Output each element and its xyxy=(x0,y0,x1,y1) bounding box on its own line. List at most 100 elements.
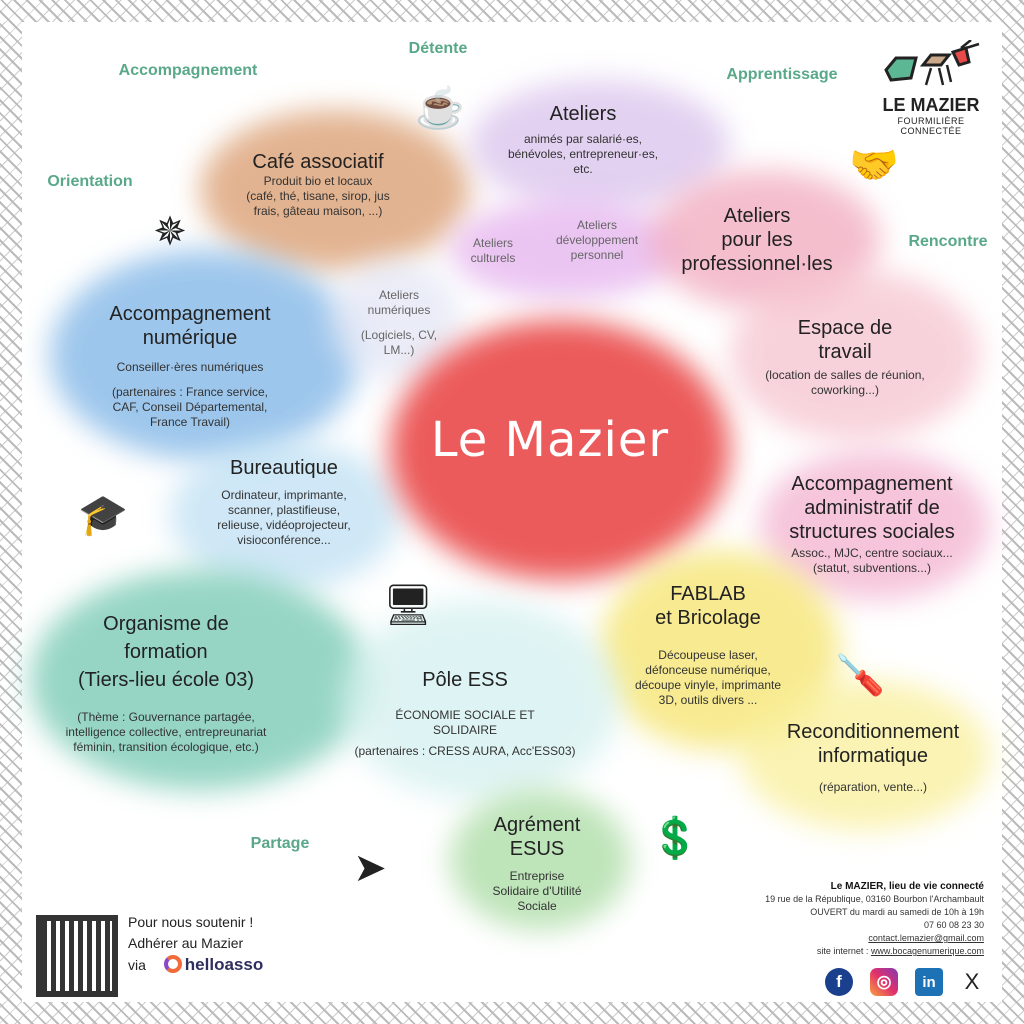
node-title: structures sociales xyxy=(789,521,955,543)
contact-address: 19 rue de la République, 03160 Bourbon l… xyxy=(765,894,984,904)
node-text: bénévoles, entrepreneur·es, xyxy=(507,147,659,161)
node-title: formation xyxy=(124,641,208,663)
node-text: 3D, outils divers ... xyxy=(658,693,758,707)
node-title: pour les xyxy=(721,229,793,251)
node-cafe: Café associatif Produit bio et locaux (c… xyxy=(246,150,389,219)
node-text: intelligence collective, entrepreunariat xyxy=(65,725,267,739)
node-text xyxy=(361,318,437,328)
node-text: (Thème : Gouvernance partagée, xyxy=(77,710,255,724)
ant-logo-icon xyxy=(884,39,980,86)
blob-bureau xyxy=(170,440,400,590)
node-text: (réparation, vente...) xyxy=(818,780,928,794)
support-block: Pour nous soutenir ! Adhérer au Mazier v… xyxy=(128,912,263,976)
blob-cafe xyxy=(200,110,470,270)
node-text: développement xyxy=(555,233,639,247)
node-text: animés par salarié·es, xyxy=(523,132,643,146)
node-text: visioconférence... xyxy=(237,533,331,547)
node-title: Organisme de xyxy=(103,613,229,635)
node-title: Ateliers xyxy=(549,103,617,125)
node-title: informatique xyxy=(817,745,929,767)
blob-center xyxy=(390,320,730,580)
node-title: Reconditionnement xyxy=(786,721,960,743)
node-text: Découpeuse laser, xyxy=(658,648,758,662)
node-text: Ateliers xyxy=(378,288,420,302)
node-title: FABLAB xyxy=(670,583,746,605)
keyword-apprentissage: Apprentissage xyxy=(726,66,838,83)
node-text: relieuse, vidéoprojecteur, xyxy=(217,518,351,532)
node-text: SOLIDAIRE xyxy=(432,723,498,737)
blob-formation xyxy=(30,570,370,790)
helloasso-link[interactable]: helloasso xyxy=(163,955,264,974)
support-text: Adhérer au Mazier xyxy=(128,935,244,951)
linkedin-icon[interactable]: in xyxy=(915,968,943,996)
node-text xyxy=(109,375,270,385)
keyword-rencontre: Rencontre xyxy=(908,233,988,250)
node-title: (Tiers-lieu école 03) xyxy=(77,669,254,691)
money-growth-icon: 💲 xyxy=(650,816,700,861)
qr-code[interactable] xyxy=(36,915,118,997)
node-text: etc. xyxy=(573,162,593,176)
contact-phone: 07 60 08 23 30 xyxy=(923,920,984,930)
node-text: (location de salles de réunion, xyxy=(765,368,925,382)
node-text: (statut, subventions...) xyxy=(812,561,932,575)
contact-hours: OUVERT du mardi au samedi de 10h à 19h xyxy=(810,907,984,917)
contact-block: Le MAZIER, lieu de vie connecté 19 rue d… xyxy=(765,880,984,958)
node-title: numérique xyxy=(142,327,238,349)
center-title: Le Mazier xyxy=(430,412,670,468)
facebook-icon[interactable]: f xyxy=(825,968,853,996)
support-text: via xyxy=(128,957,146,973)
coffee-cup-icon: ☕ xyxy=(415,86,465,131)
node-title: ESUS xyxy=(509,838,565,860)
screwdriver-icon: 🪛 xyxy=(835,653,885,698)
blob-espace xyxy=(730,270,980,440)
keyword-detente: Détente xyxy=(408,40,468,57)
node-text: Entreprise xyxy=(509,869,565,883)
paper-plane-icon: ➤ xyxy=(353,846,387,890)
node-text: Sociale xyxy=(517,899,557,913)
node-title: administratif de xyxy=(804,497,940,519)
node-ateliers: Ateliers animés par salarié·es, bénévole… xyxy=(508,102,658,177)
blob-accnum xyxy=(50,250,360,460)
computer-icon: 🖥 xyxy=(382,583,434,628)
node-text: Assoc., MJC, centre sociaux... xyxy=(791,546,953,560)
node-text: culturels xyxy=(470,251,516,265)
blob-esus xyxy=(450,790,630,930)
node-text: Ateliers xyxy=(472,236,513,250)
node-text: France Travail) xyxy=(149,415,231,429)
node-title: Accompagnement xyxy=(109,303,271,325)
website-link[interactable]: www.bocagenumerique.com xyxy=(870,946,984,956)
node-text: Produit bio et locaux xyxy=(263,174,373,188)
node-title: et Bricolage xyxy=(655,607,761,629)
instagram-icon[interactable]: ◎ xyxy=(870,968,898,996)
node-text: ÉCONOMIE SOCIALE ET xyxy=(395,708,535,722)
node-text: frais, gâteau maison, ...) xyxy=(253,204,383,218)
node-text: Solidaire d'Utilité xyxy=(492,884,582,898)
blob-cult xyxy=(450,200,680,300)
helloasso-label: helloasso xyxy=(184,955,264,974)
node-text: (partenaires : France service, xyxy=(111,385,269,399)
node-text: défonceuse numérique, xyxy=(645,663,771,677)
blob-recond xyxy=(740,680,990,830)
node-title: professionnel·les xyxy=(681,253,833,275)
site-label: site internet : xyxy=(816,946,869,956)
node-title: Pôle ESS xyxy=(422,669,508,691)
logo-name: LE MAZIER xyxy=(882,95,980,115)
blob-ess xyxy=(340,600,620,800)
keyword-partage: Partage xyxy=(250,835,310,852)
node-title: travail xyxy=(818,341,872,363)
node-text: Ordinateur, imprimante, xyxy=(221,488,347,502)
x-twitter-icon[interactable]: X xyxy=(964,969,980,994)
node-title: Ateliers xyxy=(723,205,791,227)
node-text: découpe vinyle, imprimante xyxy=(634,678,782,692)
contact-email-link[interactable]: contact.lemazier@gmail.com xyxy=(868,933,984,943)
node-title: Bureautique xyxy=(230,457,338,479)
node-text: scanner, plastifieuse, xyxy=(227,503,341,517)
